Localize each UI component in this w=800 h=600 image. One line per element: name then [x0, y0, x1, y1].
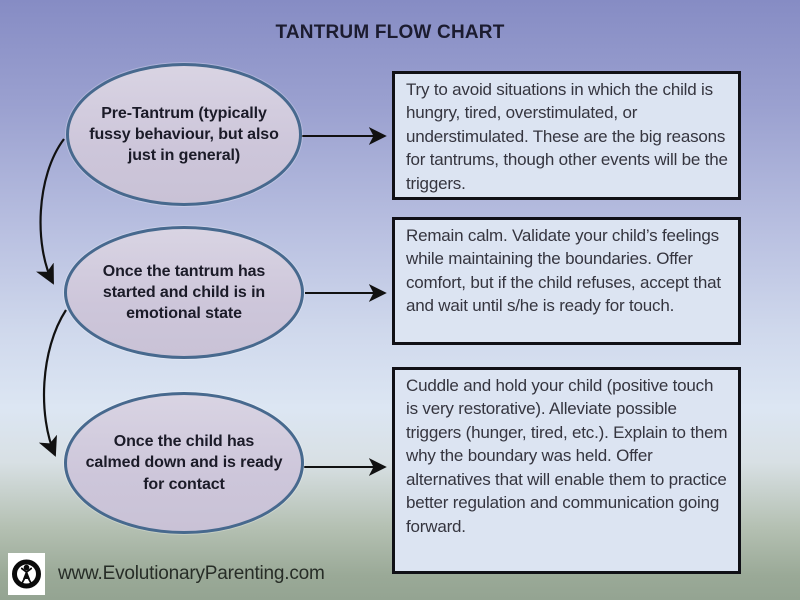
advice-box-avoid-triggers: Try to avoid situations in which the chi…	[392, 71, 741, 200]
advice-box-cuddle-hold: Cuddle and hold your child (positive tou…	[392, 367, 741, 574]
advice-text: Remain calm. Validate your child’s feeli…	[406, 226, 721, 316]
page-title: TANTRUM FLOW CHART	[275, 22, 505, 43]
stage-label: Once the child has calmed down and is re…	[85, 433, 283, 493]
stage-label: Pre-Tantrum (typically fussy behaviour, …	[89, 104, 279, 165]
advice-box-remain-calm: Remain calm. Validate your child’s feeli…	[392, 217, 741, 345]
website-url: www.EvolutionaryParenting.com	[58, 563, 325, 584]
footer: www.EvolutionaryParenting.com	[8, 553, 325, 595]
arrow-stage2-to-stage3	[38, 309, 67, 457]
arrow-stage1-to-stage2	[36, 138, 65, 285]
evolutionary-parenting-logo-icon	[8, 553, 45, 595]
stage-ellipse-calmed-down: Once the child has calmed down and is re…	[64, 392, 304, 534]
stage-ellipse-tantrum-started: Once the tantrum has started and child i…	[64, 226, 304, 359]
advice-text: Try to avoid situations in which the chi…	[406, 80, 728, 193]
stage-label: Once the tantrum has started and child i…	[102, 262, 266, 323]
stage-ellipse-pre-tantrum: Pre-Tantrum (typically fussy behaviour, …	[66, 63, 302, 206]
advice-text: Cuddle and hold your child (positive tou…	[406, 376, 728, 536]
